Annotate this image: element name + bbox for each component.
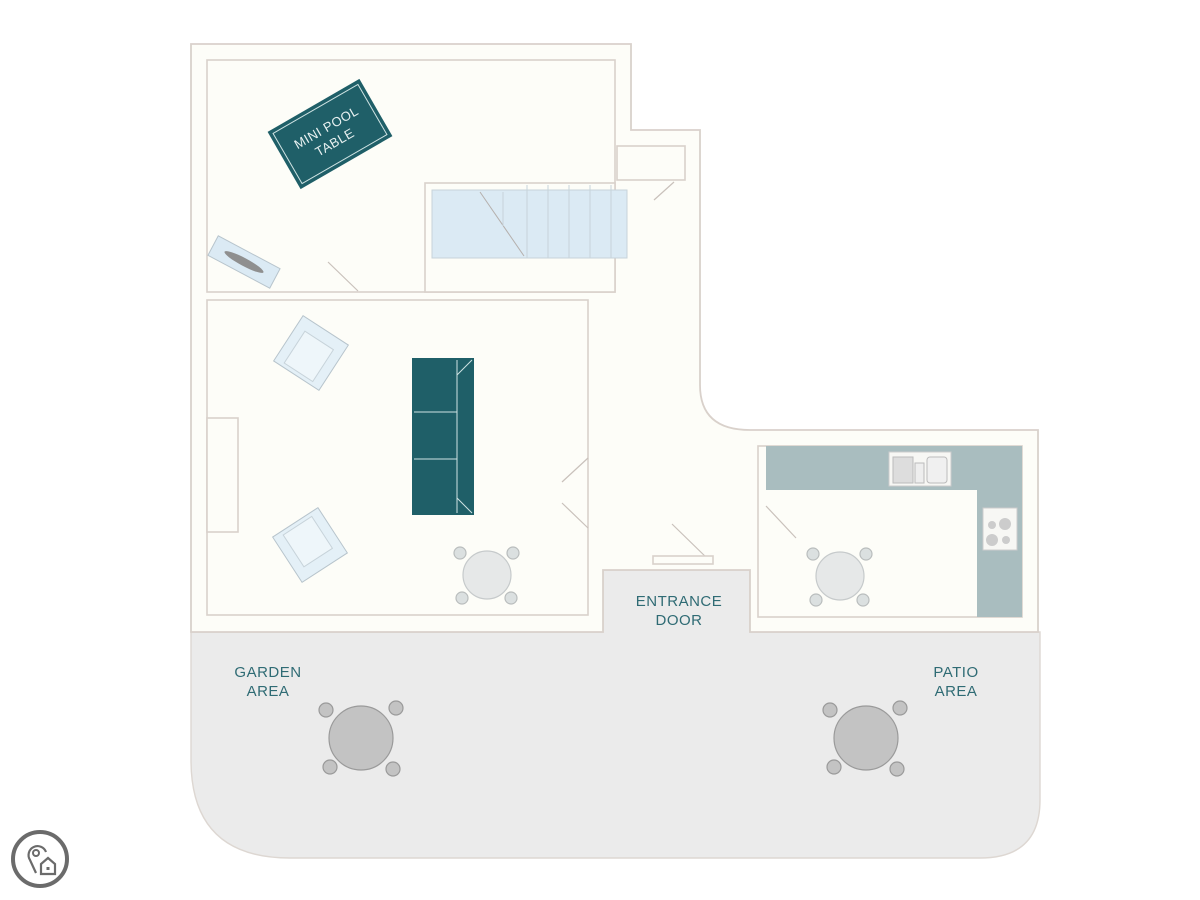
door-pool-room [327, 261, 359, 292]
kitchen-counter [766, 446, 1022, 617]
armchair [272, 314, 350, 392]
room-living [206, 299, 589, 616]
door-kitchen [765, 505, 797, 539]
patio-label-1: PATIO [933, 664, 978, 681]
garden-table [318, 700, 404, 777]
stove [982, 507, 1018, 551]
sink [888, 451, 952, 487]
cue-rack [207, 235, 281, 289]
door-entrance [671, 523, 711, 562]
door-living-1 [561, 457, 589, 483]
entrance-label-1: ENTRANCE [636, 593, 723, 610]
dining-table-kitchen [806, 547, 873, 607]
door-closet [653, 181, 675, 201]
outdoor-area [190, 569, 1041, 859]
staircase [431, 185, 628, 259]
door-living-2 [561, 502, 589, 529]
closet [616, 145, 686, 181]
patio-label-2: AREA [935, 683, 978, 700]
entrance-label-2: DOOR [656, 612, 703, 629]
patio-table [822, 700, 908, 777]
door-threshold [652, 555, 714, 565]
location-home-icon[interactable] [11, 830, 69, 888]
garden-label-2: AREA [247, 683, 290, 700]
pool-table: MINI POOL TABLE [267, 78, 393, 190]
fireplace [206, 417, 239, 533]
dining-table-living [453, 546, 520, 605]
garden-label-1: GARDEN [234, 664, 301, 681]
armchair [271, 506, 349, 584]
sofa [412, 358, 474, 515]
